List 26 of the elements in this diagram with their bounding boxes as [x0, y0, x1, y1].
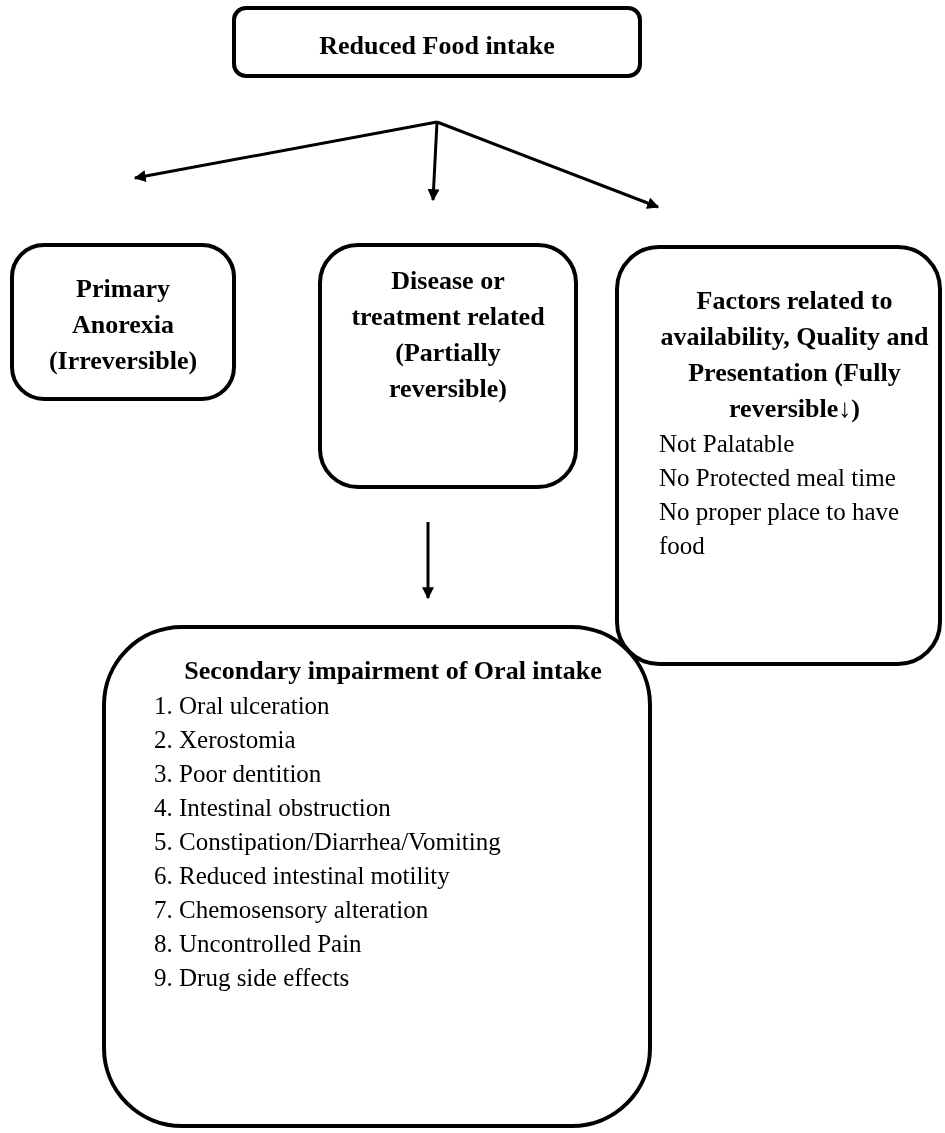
- box-heading: Primary Anorexia (Irreversible): [47, 273, 199, 377]
- arrow: [436, 120, 660, 209]
- arrow: [133, 120, 438, 182]
- box-heading: Secondary impairment of Oral intake: [183, 655, 603, 687]
- list-item: No proper place to have food: [659, 497, 901, 561]
- list-item: No Protected meal time: [659, 463, 897, 493]
- box-heading: Disease or treatment related (Partially reversible): [350, 265, 546, 405]
- list-item: 3. Poor dentition: [154, 759, 323, 789]
- list-item: 1. Oral ulceration: [154, 691, 331, 721]
- rounded-box: [232, 6, 642, 78]
- box-heading: Reduced Food intake: [318, 30, 556, 62]
- arrow: [427, 121, 440, 202]
- rounded-box: [318, 243, 578, 489]
- rounded-box: [615, 245, 942, 666]
- list-item: 5. Constipation/Diarrhea/Vomiting: [154, 827, 502, 857]
- rounded-box: [102, 625, 652, 1128]
- list-item: 6. Reduced intestinal motility: [154, 861, 451, 891]
- list-item: Not Palatable: [659, 429, 796, 459]
- box-heading: Factors related to availability, Quality and Presentation (Fully reversible↓): [659, 285, 930, 425]
- list-item: 4. Intestinal obstruction: [154, 793, 392, 823]
- list-item: 2. Xerostomia: [154, 725, 297, 755]
- rounded-box: [10, 243, 236, 401]
- list-item: 8. Uncontrolled Pain: [154, 929, 363, 959]
- list-item: 9. Drug side effects: [154, 963, 351, 993]
- list-item: 7. Chemosensory alteration: [154, 895, 430, 925]
- arrow: [422, 522, 434, 600]
